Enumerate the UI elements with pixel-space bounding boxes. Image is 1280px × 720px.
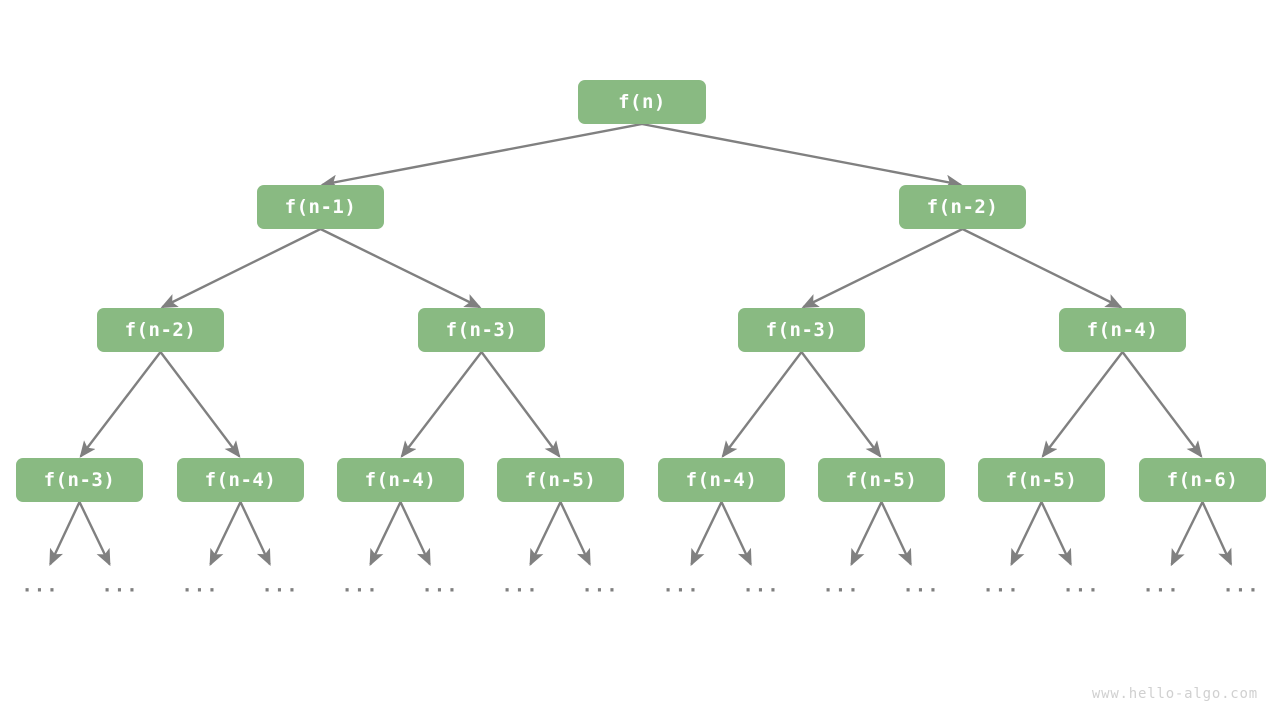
tree-node-label: f(n-4) [1086, 319, 1159, 341]
edge-n5-to-n11 [721, 351, 803, 458]
ellipsis-marker-8: ... [662, 574, 700, 597]
edge-n5-to-n12 [800, 351, 882, 458]
stub-edge-n7-0 [49, 501, 81, 567]
tree-node-n2: f(n-2) [899, 185, 1026, 229]
stub-edge-n7-1 [78, 501, 111, 567]
tree-node-n9: f(n-4) [337, 458, 464, 502]
tree-node-n6: f(n-4) [1059, 308, 1186, 352]
tree-edges [79, 122, 1203, 458]
tree-node-label: f(n-5) [1005, 469, 1078, 491]
ellipsis-marker-11: ... [902, 574, 940, 597]
tree-node-n7: f(n-3) [16, 458, 143, 502]
ellipsis-marker-15: ... [1222, 574, 1260, 597]
tree-node-label: f(n-2) [926, 196, 999, 218]
ellipsis-marker-6: ... [501, 574, 539, 597]
tree-node-n8: f(n-4) [177, 458, 304, 502]
edge-n0-to-n1 [320, 122, 643, 189]
tree-node-n13: f(n-5) [978, 458, 1105, 502]
stub-edge-n10-7 [559, 501, 591, 567]
tree-node-label: f(n-2) [124, 319, 197, 341]
leaf-stub-edges [49, 501, 1233, 567]
tree-node-n3: f(n-2) [97, 308, 224, 352]
tree-node-label: f(n-4) [204, 469, 277, 491]
edge-n3-to-n7 [79, 351, 162, 458]
watermark: www.hello-algo.com [1091, 686, 1258, 702]
tree-node-label: f(n) [618, 91, 666, 113]
stub-edge-n11-9 [720, 501, 752, 567]
stub-edge-n9-5 [399, 501, 431, 567]
stub-edge-n14-15 [1201, 501, 1233, 566]
tree-node-label: f(n-3) [445, 319, 518, 341]
tree-node-label: f(n-6) [1166, 469, 1239, 491]
tree-node-label: f(n-3) [765, 319, 838, 341]
edge-n6-to-n13 [1041, 351, 1124, 458]
stub-edge-n8-2 [209, 501, 242, 567]
ellipsis-marker-7: ... [581, 574, 619, 597]
ellipsis-marker-2: ... [181, 574, 219, 597]
tree-node-n0: f(n) [578, 80, 706, 124]
ellipsis-marker-14: ... [1142, 574, 1180, 597]
edge-n0-to-n2 [641, 122, 963, 189]
edge-n3-to-n8 [159, 351, 241, 458]
ellipsis-marker-5: ... [421, 574, 459, 597]
ellipsis-marker-3: ... [261, 574, 299, 597]
stub-edge-n14-14 [1170, 501, 1204, 567]
tree-node-label: f(n-3) [43, 469, 116, 491]
tree-node-n10: f(n-5) [497, 458, 624, 502]
tree-node-n5: f(n-3) [738, 308, 865, 352]
tree-node-n12: f(n-5) [818, 458, 945, 502]
ellipsis-marker-1: ... [101, 574, 139, 597]
stub-edge-n12-11 [880, 501, 912, 567]
ellipsis-marker-4: ... [341, 574, 379, 597]
tree-node-label: f(n-4) [364, 469, 437, 491]
edge-n1-to-n3 [160, 227, 322, 309]
ellipsis-marker-0: ... [21, 574, 59, 597]
tree-node-n1: f(n-1) [257, 185, 384, 229]
tree-node-label: f(n-5) [845, 469, 918, 491]
stub-edge-n11-8 [690, 501, 723, 567]
edge-n2-to-n6 [961, 227, 1123, 309]
edge-n1-to-n4 [319, 227, 482, 309]
stub-edge-n13-13 [1040, 501, 1072, 567]
edge-n4-to-n9 [400, 351, 483, 458]
tree-node-n14: f(n-6) [1139, 458, 1266, 502]
tree-node-label: f(n-5) [524, 469, 597, 491]
stub-edge-n8-3 [239, 501, 271, 567]
edge-n2-to-n5 [801, 227, 964, 309]
edge-n4-to-n10 [480, 351, 561, 458]
ellipsis-marker-9: ... [742, 574, 780, 597]
tree-node-n11: f(n-4) [658, 458, 785, 502]
ellipsis-marker-10: ... [822, 574, 860, 597]
stub-edge-n13-12 [1010, 501, 1043, 567]
edge-n6-to-n14 [1121, 351, 1203, 458]
tree-node-n4: f(n-3) [418, 308, 545, 352]
tree-node-label: f(n-1) [284, 196, 357, 218]
stub-edge-n9-4 [369, 501, 402, 567]
stub-edge-n10-6 [529, 501, 562, 567]
ellipsis-marker-13: ... [1062, 574, 1100, 597]
ellipsis-marker-12: ... [982, 574, 1020, 597]
stub-edge-n12-10 [850, 501, 883, 567]
tree-node-label: f(n-4) [685, 469, 758, 491]
